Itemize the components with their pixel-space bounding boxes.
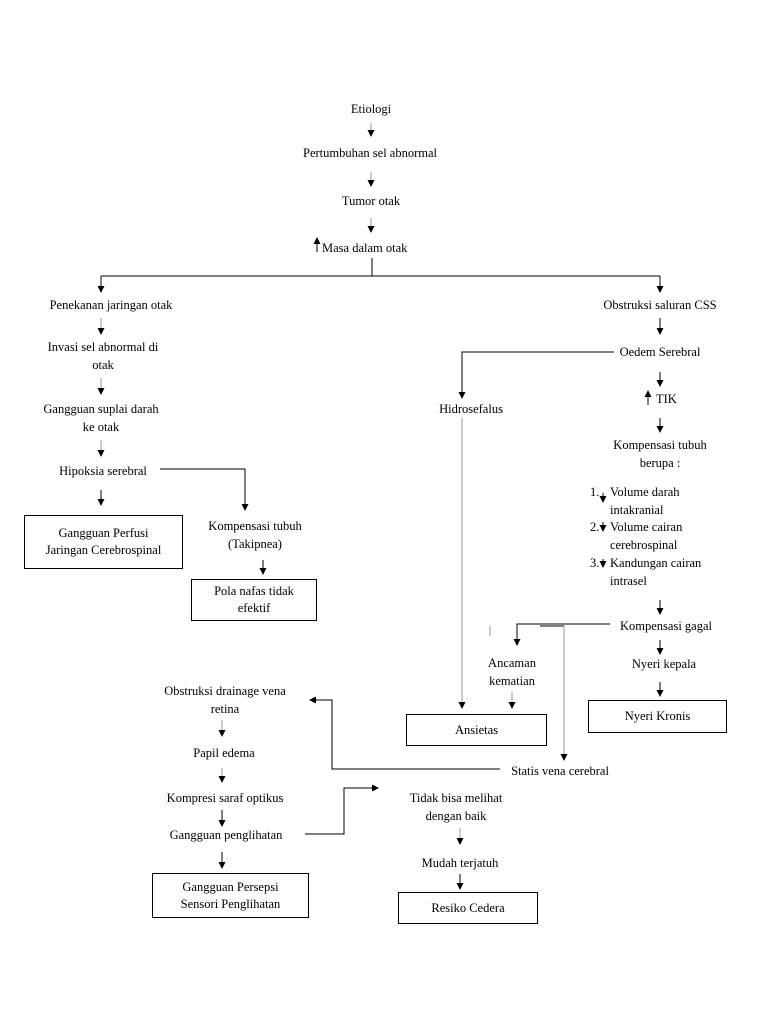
node-masa-dalam-otak: Masa dalam otak bbox=[322, 241, 408, 255]
node-kompensasi-takipnea: Kompensasi tubuh (Takipnea) bbox=[208, 519, 302, 551]
box-perfusi: Gangguan Perfusi Jaringan Cerebrospinal bbox=[24, 515, 183, 569]
node-hipoksia: Hipoksia serebral bbox=[59, 464, 147, 478]
list-1-text: Volume darah intakranial bbox=[610, 485, 680, 517]
box-nyeri-kronis: Nyeri Kronis bbox=[588, 700, 727, 733]
node-hidrosefalus: Hidrosefalus bbox=[439, 402, 503, 416]
node-gangguan-suplai: Gangguan suplai darah ke otak bbox=[43, 402, 159, 434]
box-persepsi: Gangguan Persepsi Sensori Penglihatan bbox=[152, 873, 309, 918]
box-resiko-cedera: Resiko Cedera bbox=[398, 892, 538, 924]
node-mudah-terjatuh: Mudah terjatuh bbox=[421, 856, 499, 870]
list-3-text: Kandungan cairan intrasel bbox=[610, 556, 702, 588]
list-2-text: Volume cairan cerebrospinal bbox=[610, 520, 683, 552]
node-tidak-bisa-melihat: Tidak bisa melihat dengan baik bbox=[409, 791, 503, 823]
list-3-number: 3. bbox=[590, 556, 600, 570]
node-gangguan-penglihatan: Gangguan penglihatan bbox=[169, 828, 283, 842]
box-ansietas: Ansietas bbox=[406, 714, 547, 746]
node-nyeri-kepala: Nyeri kepala bbox=[631, 657, 697, 671]
node-kompensasi-berupa: Kompensasi tubuh berupa : bbox=[613, 438, 707, 470]
node-invasi: Invasi sel abnormal di otak bbox=[47, 340, 159, 372]
node-obstruksi-css: Obstruksi saluran CSS bbox=[603, 298, 717, 312]
node-oedem: Oedem Serebral bbox=[619, 345, 701, 359]
node-tumor-otak: Tumor otak bbox=[341, 194, 401, 208]
node-etiologi: Etiologi bbox=[350, 102, 392, 116]
node-kompresi: Kompresi saraf optikus bbox=[166, 791, 284, 805]
node-pertumbuhan-sel: Pertumbuhan sel abnormal bbox=[303, 146, 437, 160]
node-obstruksi-drainage: Obstruksi drainage vena retina bbox=[164, 684, 286, 716]
node-statis-vena: Statis vena cerebral bbox=[511, 764, 609, 778]
list-2-number: 2. bbox=[590, 520, 600, 534]
node-penekanan: Penekanan jaringan otak bbox=[49, 298, 173, 312]
box-pola-nafas: Pola nafas tidak efektif bbox=[191, 579, 317, 621]
node-tik: TIK bbox=[656, 392, 677, 406]
node-papil-edema: Papil edema bbox=[193, 746, 255, 760]
list-1-number: 1. bbox=[590, 485, 600, 499]
node-ancaman: Ancaman kematian bbox=[488, 656, 536, 688]
node-kompensasi-gagal: Kompensasi gagal bbox=[620, 619, 712, 633]
